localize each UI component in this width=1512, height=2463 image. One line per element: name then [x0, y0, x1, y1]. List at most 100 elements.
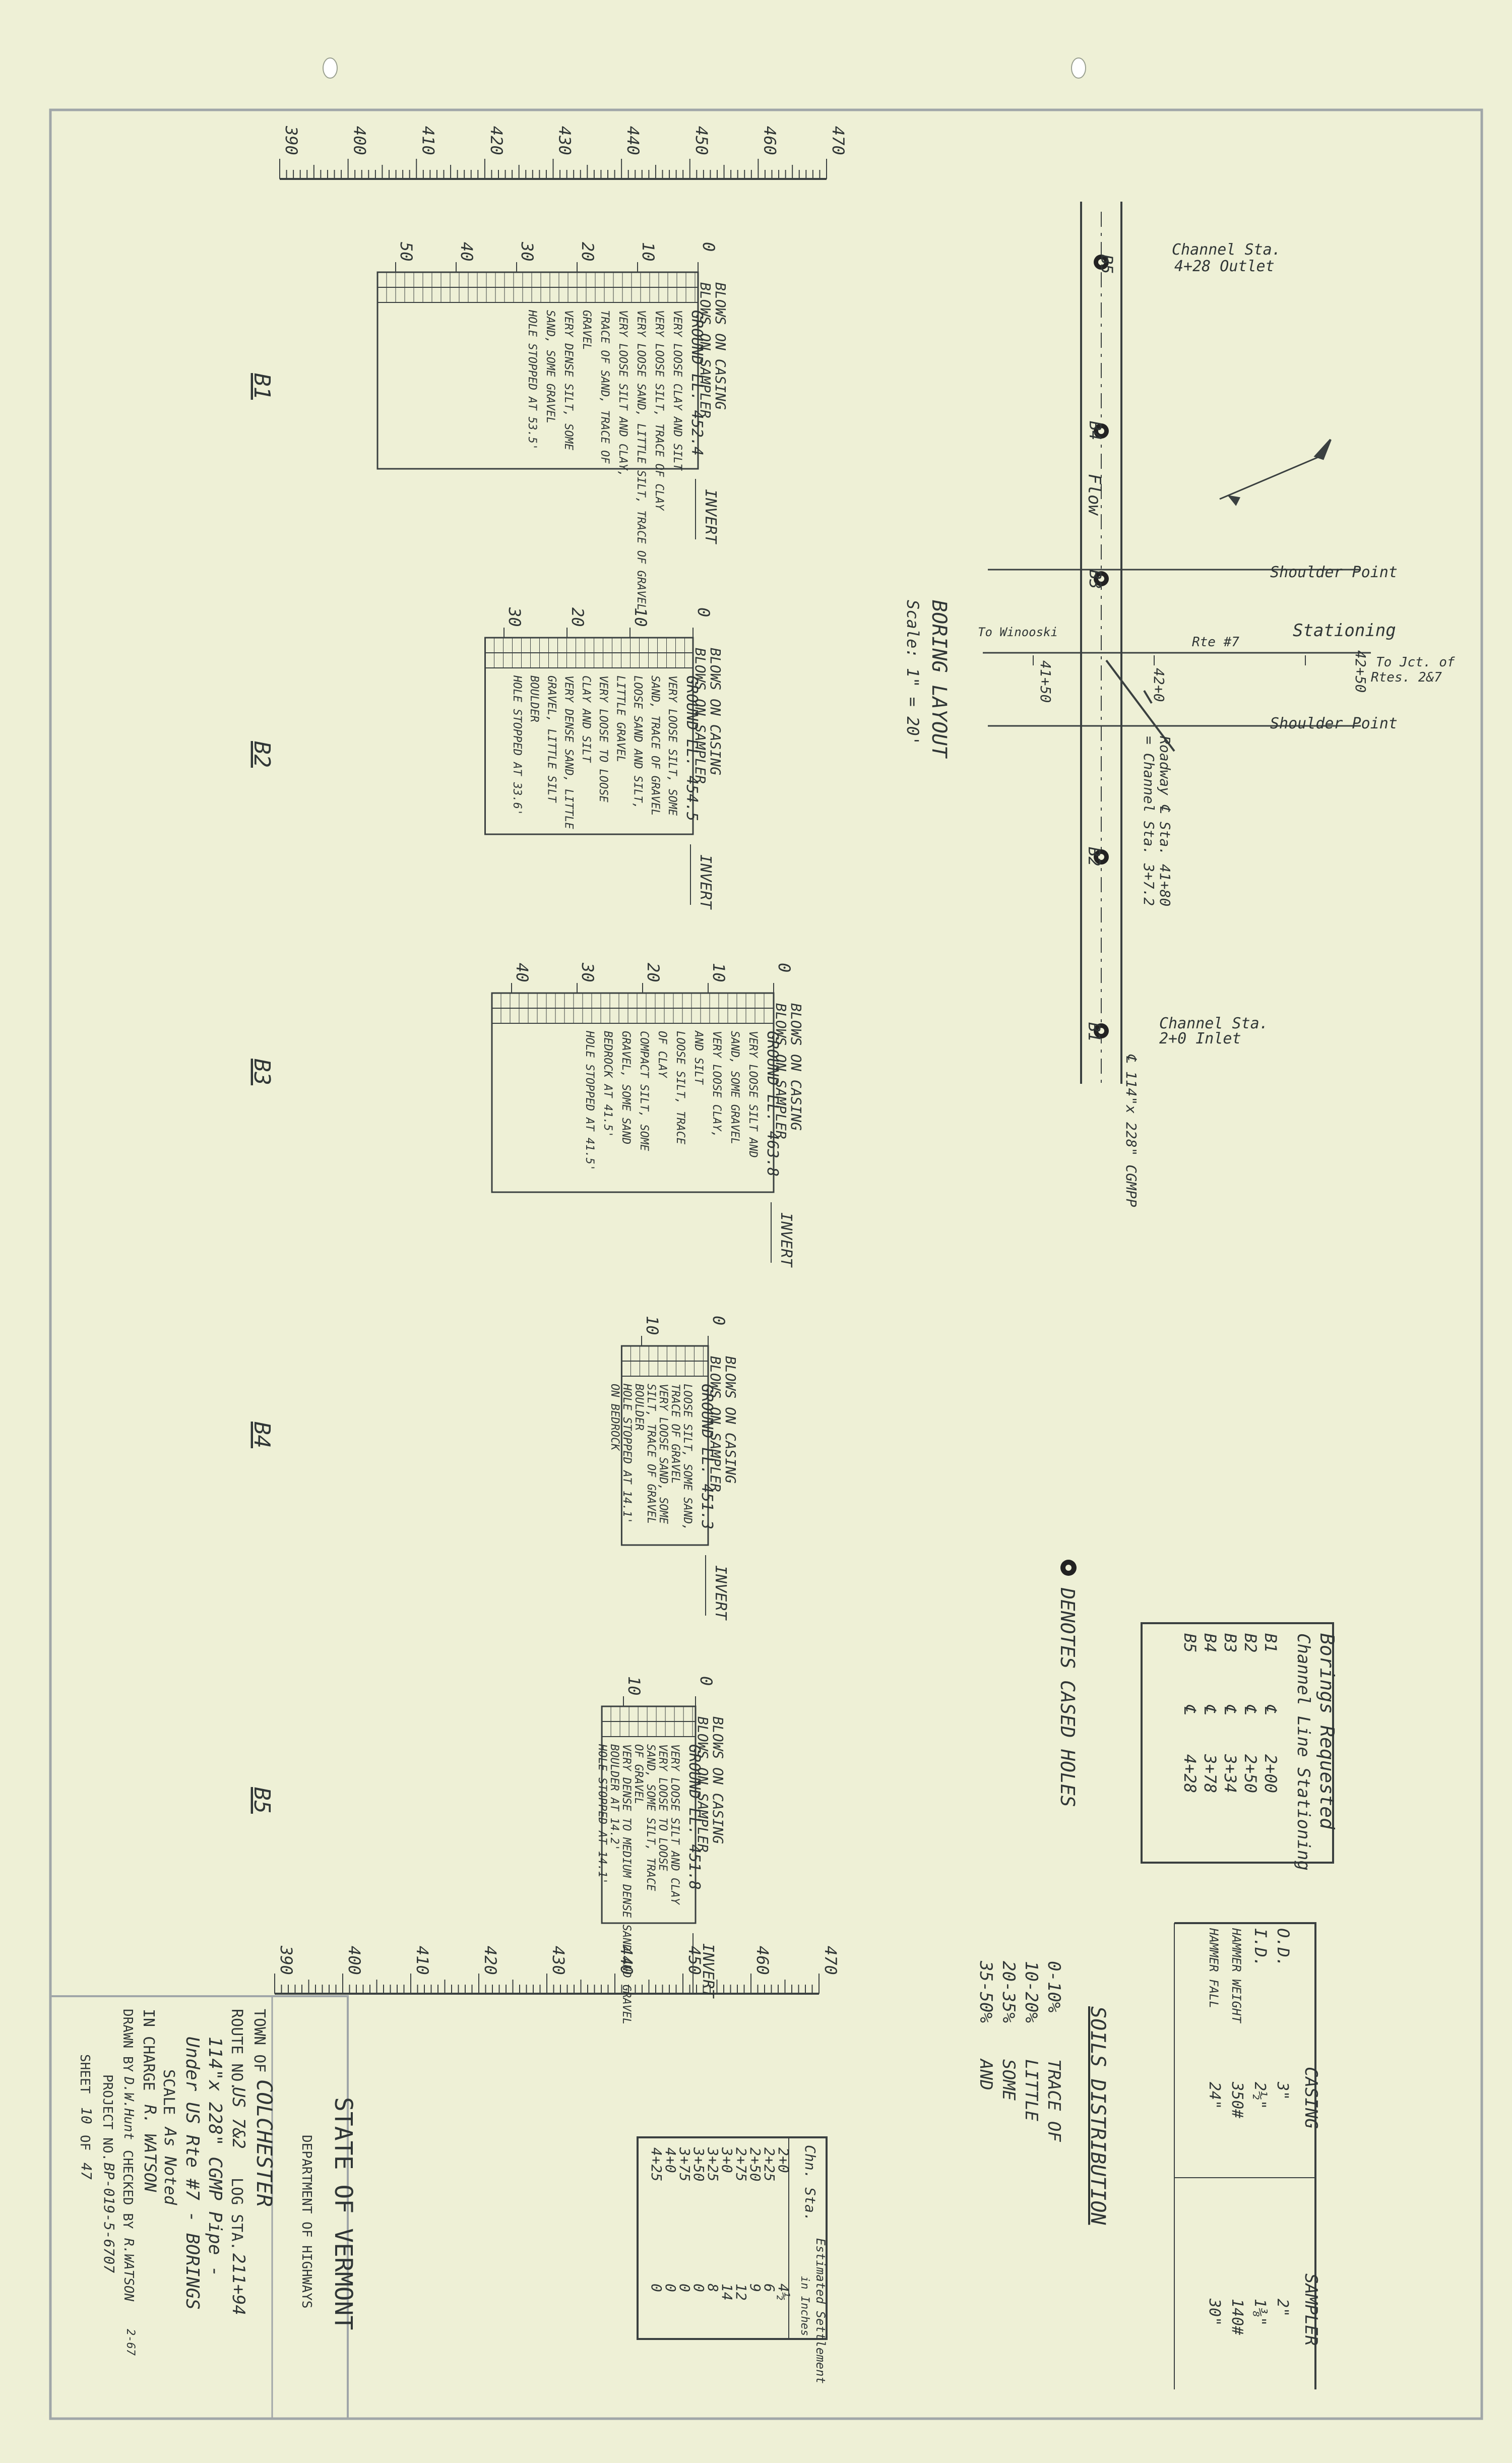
soils-range: 0-10% — [1044, 1961, 1064, 2012]
stratum-description: OF GRAVEL — [632, 1744, 645, 1804]
inlet-label-2: 2+0 Inlet — [1159, 1030, 1241, 1048]
casing-row-label: I.D. — [1251, 1928, 1270, 1967]
depth-tick-label: 10 — [643, 1316, 662, 1335]
stratum-description: HOLE STOPPED AT 53.5' — [526, 310, 538, 450]
blows-on-sampler-label: BLOWS ON SAMPLER — [773, 1003, 789, 1139]
stratum-description: VERY LOOSE SILT, SOME — [666, 675, 678, 816]
stratum-description: BOULDER — [528, 675, 540, 722]
elevation-scale-label: 470 — [821, 1946, 840, 1975]
soils-term: AND — [976, 2058, 996, 2090]
stratum-description: VERY LOOSE TO LOOSE — [656, 1744, 669, 1871]
scale-label: SCALE — [160, 2069, 177, 2115]
project-label: PROJECT NO. — [100, 2074, 115, 2161]
stratum-description: HOLE STOPPED AT 33.6' — [511, 675, 523, 816]
plan-b3-label: B3 — [1086, 570, 1105, 589]
borings-requested-line: ℄ — [1180, 1704, 1200, 1715]
settlement-station: 3+25 — [705, 2147, 721, 2181]
stratum-description: COMPACT SILT, SOME — [638, 1031, 650, 1151]
invert-label: INVERT — [777, 1212, 795, 1268]
blows-on-casing-label: BLOWS ON CASING — [710, 1716, 726, 1844]
stratum-description: SAND, SOME SILT, TRACE — [644, 1744, 657, 1891]
stratum-description: LOOSE SILT, SOME SAND, — [681, 1384, 694, 1530]
elevation-scale-label: 440 — [623, 126, 643, 155]
borings-requested-line: ℄ — [1241, 1704, 1260, 1715]
borings-requested-id: B5 — [1180, 1633, 1200, 1653]
depth-tick-label: 10 — [631, 607, 650, 627]
stratum-description: VERY LOOSE SILT AND — [746, 1031, 759, 1158]
stratum-description: LOOSE SAND AND SILT, — [632, 675, 644, 809]
invert-label: INVERT — [712, 1565, 729, 1621]
to-winooski-label: To Winooski — [978, 625, 1058, 639]
stratum-description: SAND, SOME GRAVEL — [728, 1031, 741, 1144]
borings-requested-title: Borings Requested — [1316, 1633, 1338, 1830]
blows-on-sampler-label: BLOWS ON SAMPLER — [697, 282, 714, 418]
elevation-scale-label: 460 — [753, 1946, 772, 1975]
roadway-label-1: Roadway ℄ Sta. 41+80 — [1157, 736, 1173, 906]
invert-label: INVERT — [697, 854, 714, 910]
stratum-description: HOLE STOPPED AT 14.1' — [620, 1383, 633, 1524]
plan-b1-label: B1 — [1085, 1022, 1104, 1042]
casing-value: 24" — [1206, 2082, 1223, 2109]
settlement-header-inches: in Inches — [798, 2276, 811, 2336]
elevation-scale-label: 390 — [277, 1945, 296, 1975]
boring-layout-scale: Scale: 1" = 20' — [903, 600, 922, 746]
settlement-value: 9 — [747, 2284, 764, 2292]
state-title: STATE OF VERMONT — [329, 2097, 357, 2330]
punch-hole-icon — [323, 57, 338, 79]
settlement-station: 2+75 — [733, 2147, 749, 2181]
blows-on-sampler-label: BLOWS ON SAMPLER — [707, 1356, 724, 1492]
settlement-station: 4+0 — [662, 2147, 679, 2173]
invert-label: INVERT — [702, 489, 719, 544]
drawn-date: 2-67 — [124, 2329, 137, 2356]
depth-tick-label: 0 — [709, 1316, 728, 1325]
drawn-by-value: D.W.Hunt — [121, 2076, 136, 2140]
settlement-station: 2+25 — [761, 2147, 778, 2181]
borings-requested-station: 2+00 — [1261, 1754, 1280, 1793]
borings-requested-station: 4+28 — [1180, 1754, 1200, 1793]
settlement-station: 2+0 — [775, 2147, 792, 2173]
stationing-label: Stationing — [1293, 621, 1396, 641]
invert-label: INVERT — [699, 1943, 717, 1999]
log-sta-value: 211+94 — [228, 2253, 248, 2315]
depth-tick-label: 10 — [639, 242, 658, 262]
borings-requested-subtitle: Channel Line Stationing — [1293, 1633, 1313, 1871]
stratum-description: GRAVEL — [580, 310, 593, 350]
settlement-value: 0 — [690, 2284, 707, 2292]
cased-holes-legend: DENOTES CASED HOLES — [1056, 1560, 1079, 1807]
boring-id-label: B4 — [249, 1422, 275, 1448]
boring-b5-marker-icon — [1094, 255, 1109, 270]
settlement-value: 0 — [662, 2284, 679, 2292]
stratum-description: GRAVEL, LITTLE SILT — [545, 675, 557, 803]
elevation-scale-label: 410 — [418, 126, 437, 155]
pipe-label: ℄ 114"x 228" CGMPP — [1123, 1054, 1140, 1207]
drawn-by-label: DRAWN BY — [120, 2009, 135, 2072]
stratum-description: OF CLAY — [656, 1031, 668, 1078]
blows-on-casing-label: BLOWS ON CASING — [712, 282, 729, 410]
blows-on-casing-label: BLOWS ON CASING — [722, 1356, 739, 1484]
stratum-description: SILT, TRACE OF GRAVEL — [645, 1384, 657, 1524]
elevation-scale-label: 410 — [413, 1946, 432, 1975]
settlement-value: 0 — [648, 2284, 665, 2292]
boring-layout-title: BORING LAYOUT — [927, 600, 951, 759]
boring-layout-plan — [983, 202, 1371, 1089]
settlement-value: 0 — [676, 2284, 693, 2292]
boring-id-label: B3 — [249, 1059, 275, 1085]
title-block: STATE OF VERMONT DEPARTMENT OF HIGHWAYS … — [49, 1995, 357, 2420]
stratum-description: BOULDER — [633, 1384, 645, 1431]
borings-requested-line: ℄ — [1261, 1704, 1280, 1715]
ground-elevation-label: GROUND EL. 452.4 — [688, 310, 706, 456]
borings-requested-station: 2+50 — [1241, 1754, 1260, 1793]
depth-tick-label: 20 — [644, 963, 663, 982]
sampler-value: 140# — [1228, 2299, 1246, 2335]
boring-id-label: B1 — [249, 373, 275, 400]
stratum-description: VERY DENSE SAND, LITTLE — [562, 675, 575, 829]
settlement-value: 14 — [719, 2284, 735, 2301]
stratum-description: VERY LOOSE CLAY AND SILT — [671, 310, 683, 471]
elevation-scale-label: 430 — [549, 1946, 568, 1975]
in-charge-value: R. WATSON — [141, 2105, 160, 2192]
